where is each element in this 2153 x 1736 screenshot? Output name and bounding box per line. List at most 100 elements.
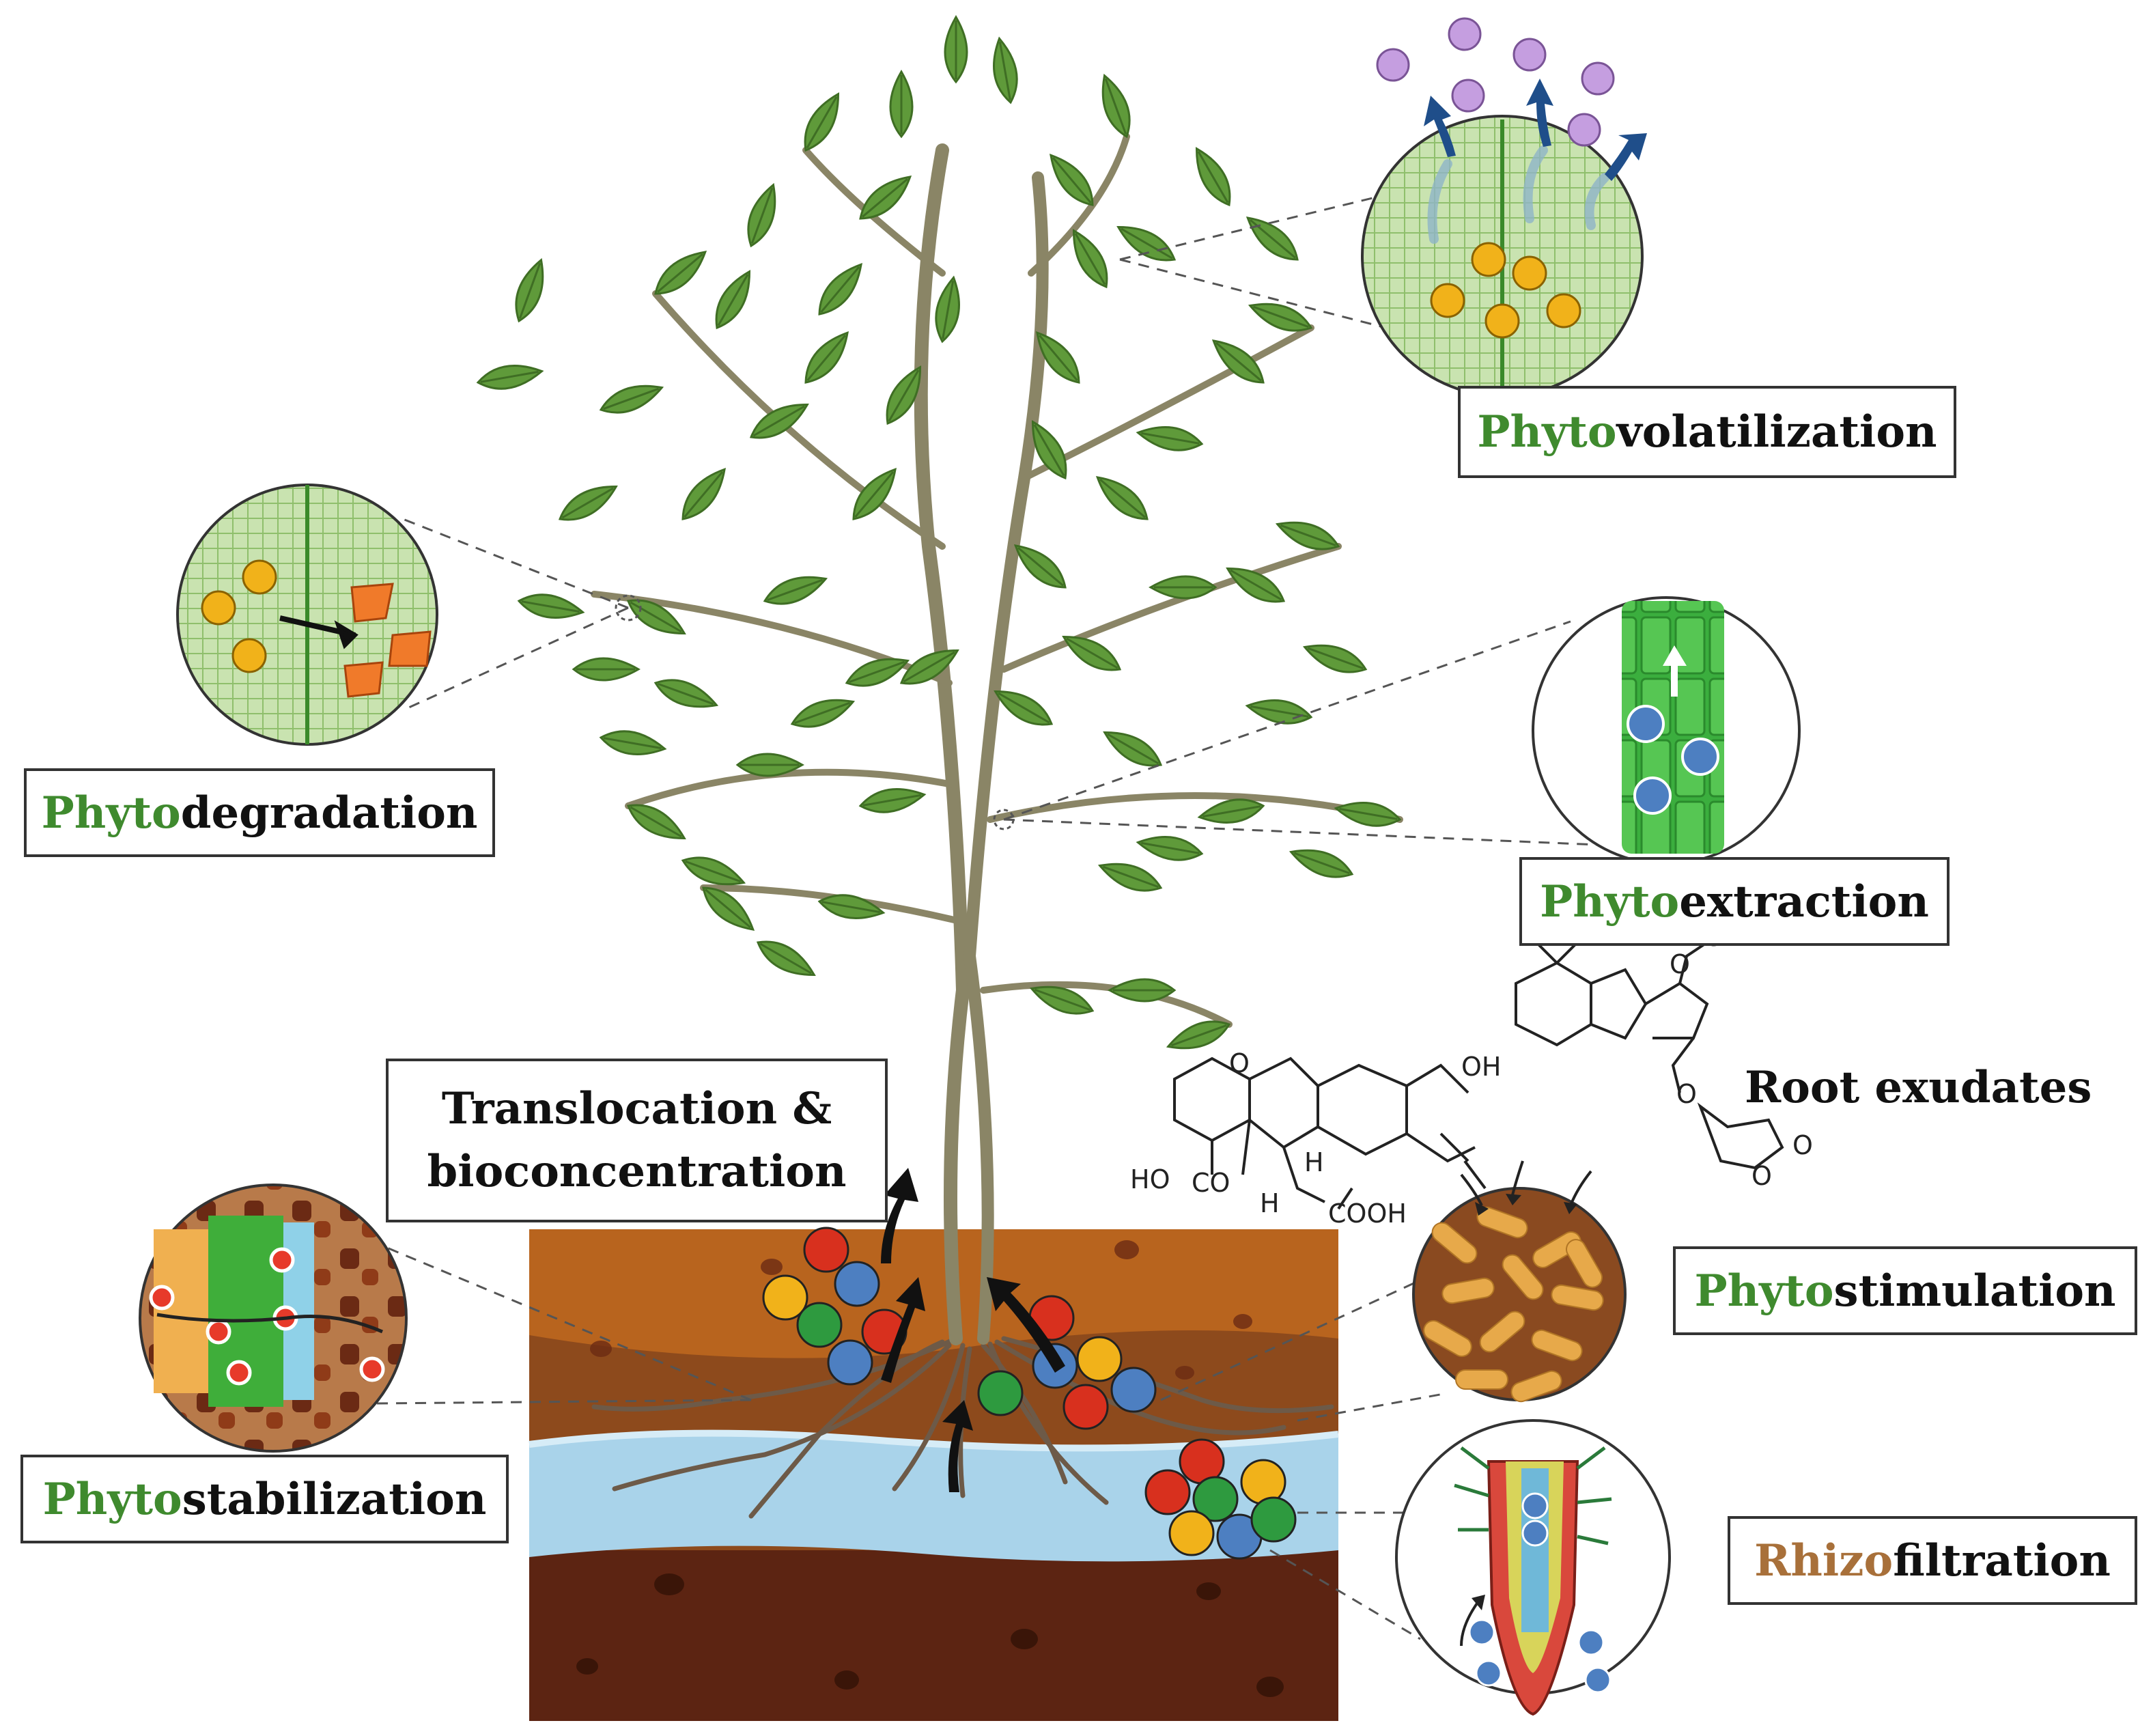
leaf-icon [1095, 476, 1149, 520]
contaminant-particle-icon [1192, 1476, 1239, 1522]
arrow-icon [1605, 133, 1647, 181]
contaminant-particle-icon [1168, 1510, 1215, 1556]
leaf-icon [1108, 978, 1177, 1003]
contaminant-particle-icon [1250, 1496, 1297, 1543]
svg-text:O: O [1751, 1161, 1772, 1191]
leaf-icon [859, 176, 912, 220]
leaf-icon [702, 886, 755, 931]
leaf-icon [715, 270, 751, 330]
magnifier-rhizofiltration [1395, 1419, 1671, 1716]
arrow-icon [881, 1277, 925, 1383]
contaminant-particle-icon [803, 1227, 849, 1273]
leaf-icon [1197, 798, 1265, 824]
leaf-icon [1062, 635, 1122, 671]
chemical-labels: O CO HO OH H H COOH O O O O O [1130, 922, 1813, 1229]
leaf-icon [654, 251, 707, 295]
leaf-icon [1013, 544, 1067, 589]
svg-text:H: H [1260, 1188, 1280, 1218]
leaf-icon [1248, 303, 1313, 332]
svg-text:OH: OH [1461, 1052, 1501, 1082]
leaf-icon [852, 467, 897, 520]
leaf-icon [558, 485, 618, 521]
leaf-icon [515, 257, 544, 323]
leaf-icon [993, 36, 1018, 104]
arrow-icon [1424, 96, 1456, 157]
leaf-canopy [476, 15, 1402, 1050]
leaf-icon [1195, 147, 1231, 207]
leaf-icon [1101, 73, 1131, 139]
leaf-icon [845, 658, 910, 687]
leaf-icon [626, 804, 686, 840]
leaf-icon [1050, 153, 1094, 206]
leaf-icon [1226, 567, 1286, 603]
chemical-structures [1173, 941, 1784, 1210]
leaf-icon [763, 576, 828, 605]
contaminant-particle-icon [1076, 1336, 1123, 1382]
callout-connectors [375, 197, 1646, 1640]
arrow-icon [942, 1400, 973, 1492]
leaf-icon [790, 699, 856, 728]
contaminant-particle-icon [1144, 1469, 1191, 1515]
leaf-icon [517, 593, 585, 619]
leaf-icon [899, 649, 959, 685]
leaf-icon [1275, 521, 1340, 550]
root-tip-icon [1454, 1446, 1612, 1716]
leaf-icon [681, 467, 726, 520]
leaf-icon [476, 365, 544, 390]
magnifier-phytostabilization [139, 1184, 408, 1453]
leaf-icon [626, 599, 686, 635]
leaf-icon [1136, 426, 1204, 451]
svg-text:O: O [1676, 1079, 1697, 1109]
leaf-icon [1289, 849, 1354, 878]
leaf-icon [1097, 863, 1163, 892]
svg-text:H: H [1304, 1147, 1324, 1177]
leaf-icon [1103, 731, 1163, 767]
leaf-icon [935, 275, 960, 344]
leaf-icon [1246, 216, 1299, 261]
leaf-icon [756, 940, 816, 977]
contaminant-particle-icon [796, 1302, 843, 1348]
svg-text:O: O [1670, 949, 1690, 979]
leaf-icon [817, 894, 886, 919]
leaf-icon [1136, 836, 1204, 861]
contaminant-particle-icon [1063, 1384, 1109, 1430]
magnifier-phytostimulation [1412, 1160, 1627, 1403]
leaf-icon [1302, 644, 1368, 673]
magnifier-phytodegradation [176, 484, 438, 746]
leaf-icon [735, 753, 804, 777]
leaf-icon [1029, 985, 1095, 1015]
leaf-icon [1031, 420, 1067, 480]
svg-text:HO: HO [1130, 1164, 1170, 1194]
contaminant-particle-icon [977, 1370, 1024, 1416]
label-root-exudates: Root exudates [1745, 1062, 2092, 1113]
leaf-icon [599, 730, 667, 755]
leaf-icon [572, 657, 641, 682]
arrow-icon [881, 1168, 918, 1263]
leaf-icon [1211, 339, 1265, 384]
leaf-icon [653, 679, 719, 708]
leaf-icon [1036, 331, 1080, 384]
contaminant-particle-icon [1110, 1367, 1157, 1413]
arrow-icon [987, 1277, 1065, 1373]
contaminant-particle-icon [762, 1274, 808, 1321]
leaf-icon [1334, 802, 1402, 827]
svg-text:CO: CO [1192, 1168, 1230, 1198]
leaf-icon [886, 365, 922, 425]
leaf-icon [1116, 225, 1177, 262]
svg-text:O: O [1792, 1130, 1813, 1160]
leaf-marker-left [615, 594, 642, 621]
contaminant-particle-icon [827, 1339, 873, 1386]
leaf-icon [889, 70, 914, 139]
label-translocation: Translocation & bioconcentration [386, 1059, 888, 1222]
magnifier-phytovolatilization [1361, 17, 1647, 397]
water-layer [529, 1433, 1338, 1562]
leaf-icon [1072, 229, 1108, 289]
leaf-icon [599, 384, 664, 414]
leaf-icon [804, 331, 849, 384]
